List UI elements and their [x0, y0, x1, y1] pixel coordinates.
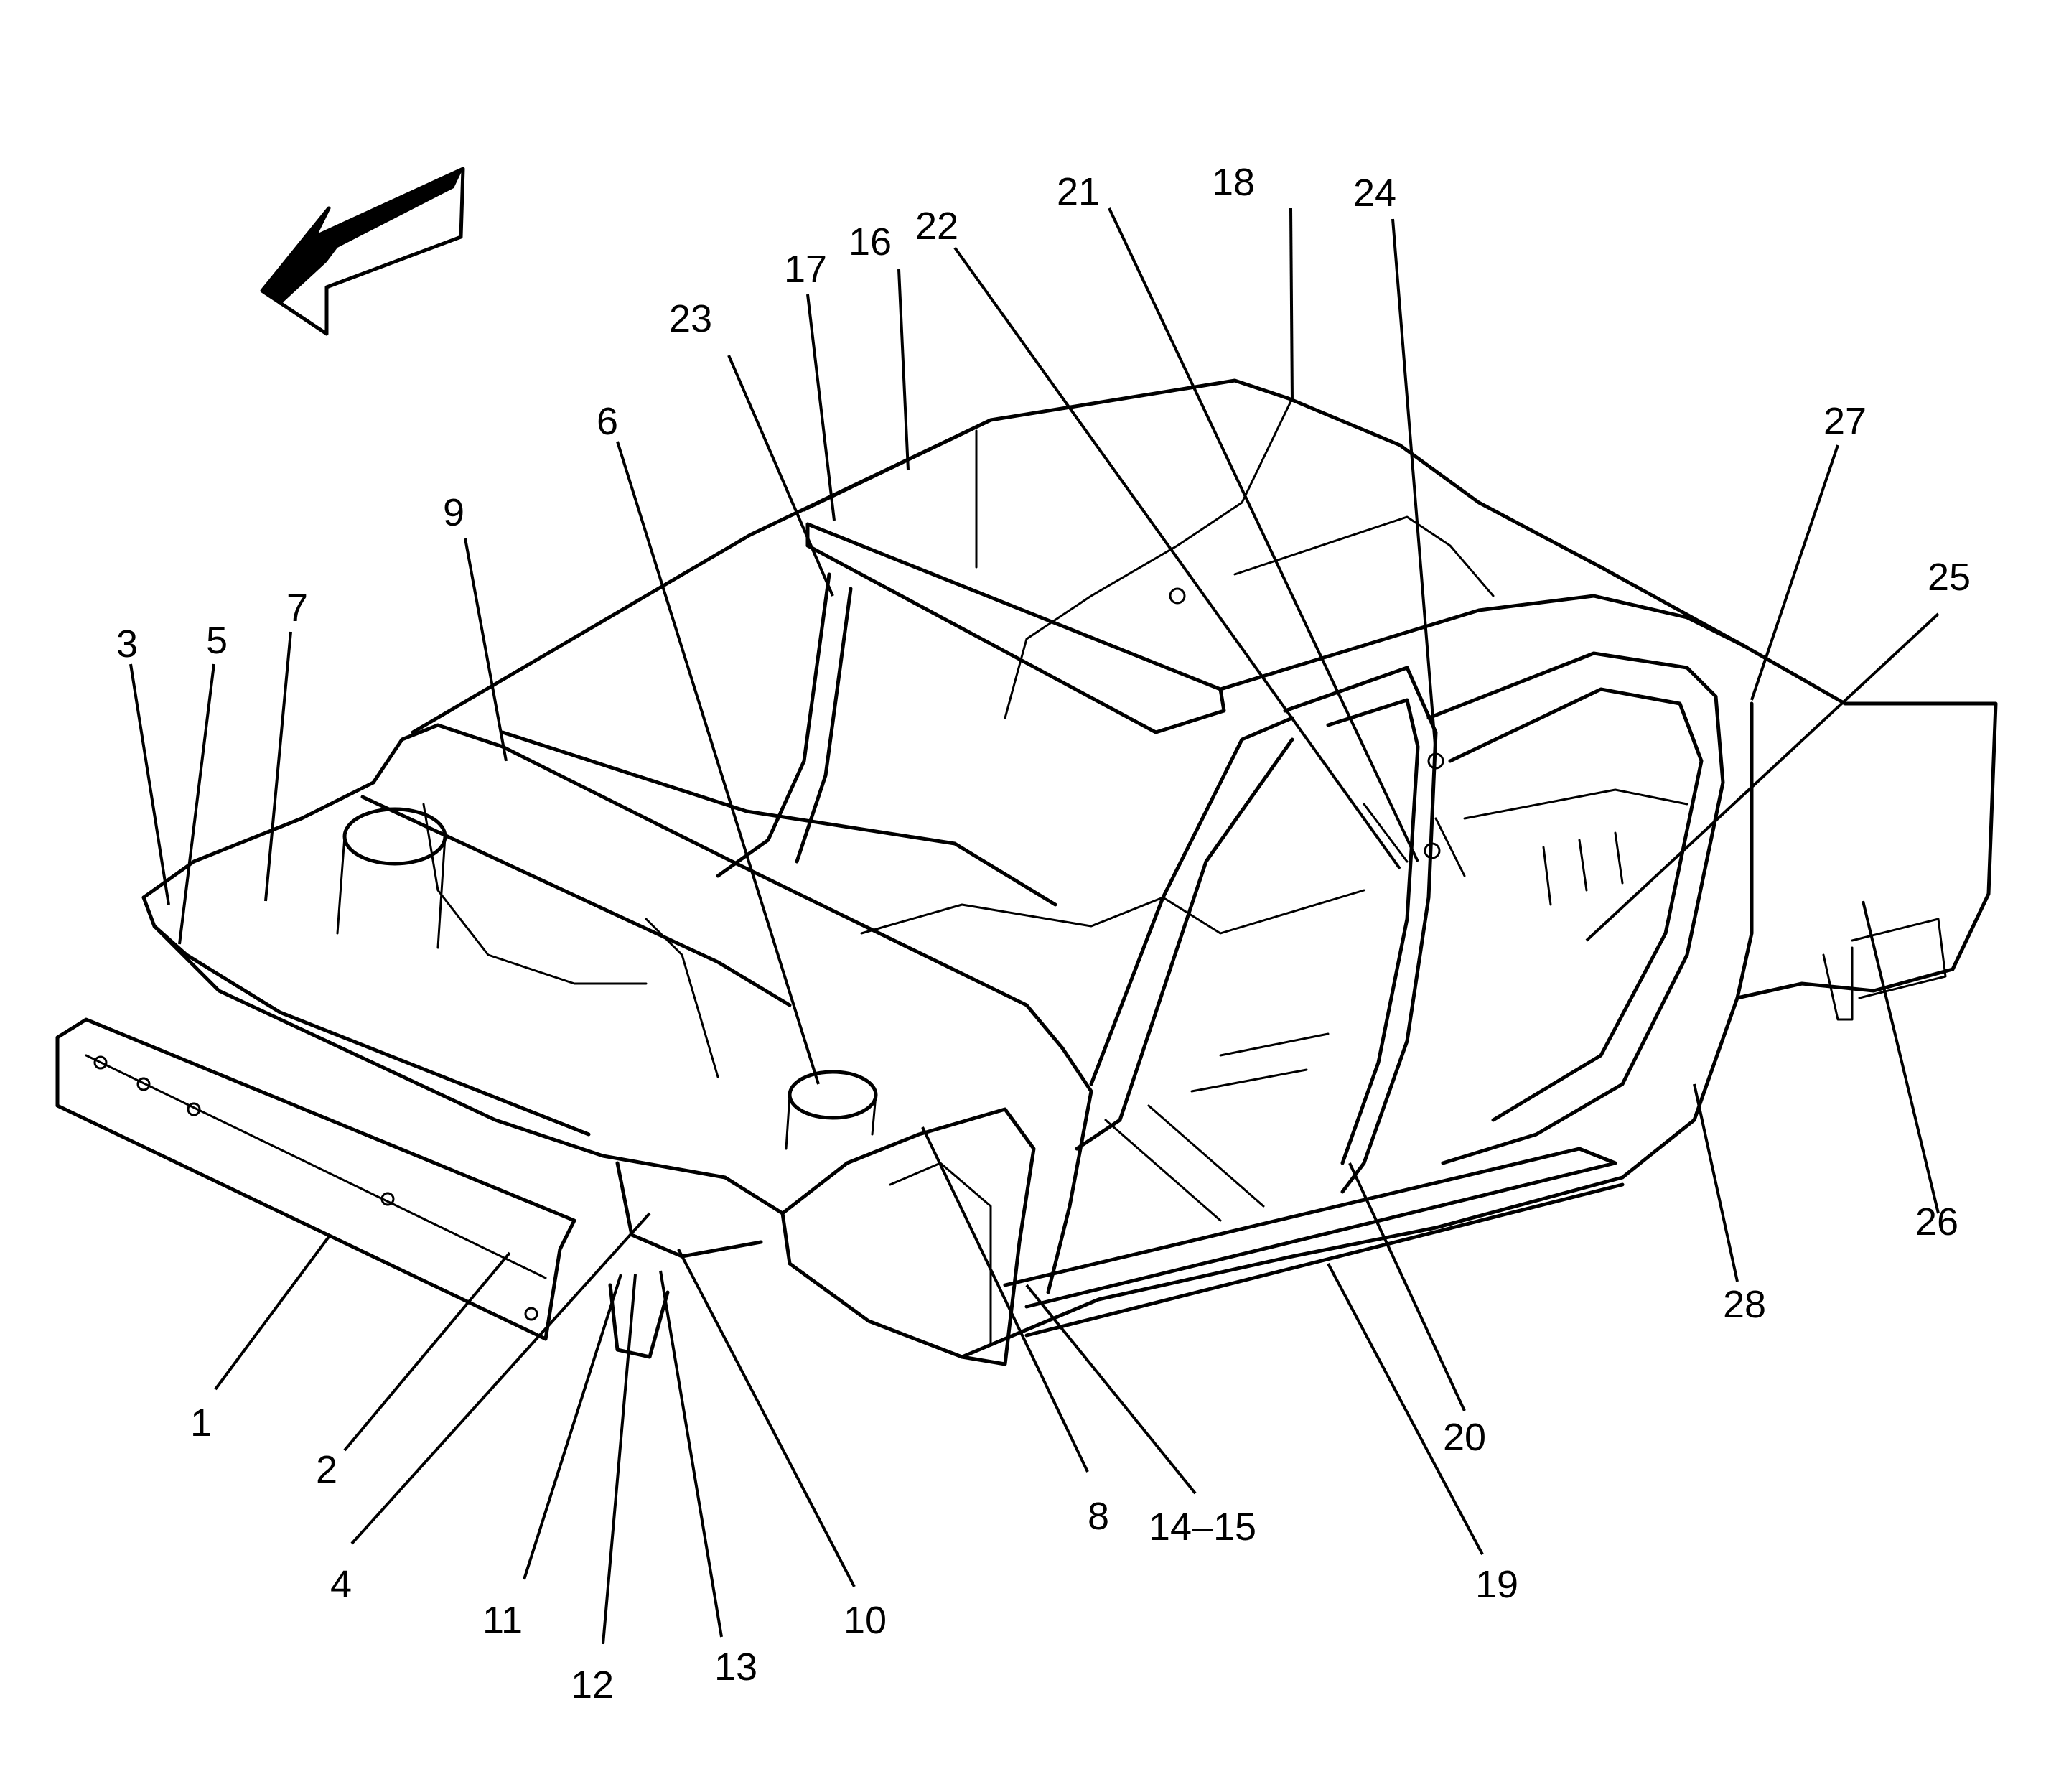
- callout-16: 16: [849, 220, 892, 263]
- callout-24: 24: [1353, 172, 1396, 215]
- callout-6: 6: [597, 400, 618, 443]
- callout-2: 2: [316, 1448, 337, 1491]
- callout-7: 7: [286, 587, 308, 630]
- callout-9: 9: [443, 491, 464, 534]
- callout-18: 18: [1212, 161, 1255, 204]
- callout-1: 1: [190, 1401, 212, 1445]
- callout-12: 12: [571, 1663, 614, 1707]
- callout-labels: 1 2 3 4 5 6 7 8 9 10 11 12 13 14–15 16 1…: [116, 161, 1971, 1707]
- callout-3: 3: [116, 622, 138, 666]
- callout-14-15: 14–15: [1149, 1506, 1256, 1549]
- callout-23: 23: [669, 297, 712, 340]
- callout-19: 19: [1475, 1563, 1518, 1606]
- callout-11: 11: [482, 1599, 523, 1642]
- callout-22: 22: [915, 205, 958, 248]
- vehicle-body-structure: [55, 378, 1998, 1366]
- callout-4: 4: [330, 1563, 352, 1606]
- callout-27: 27: [1823, 400, 1867, 443]
- callout-5: 5: [206, 619, 228, 662]
- callout-21: 21: [1057, 170, 1100, 213]
- callout-26: 26: [1915, 1200, 1958, 1243]
- leader-lines: [129, 207, 1940, 1645]
- callout-8: 8: [1088, 1495, 1109, 1538]
- callout-10: 10: [844, 1599, 887, 1642]
- front-direction-arrow-icon: [260, 167, 465, 336]
- callout-25: 25: [1928, 556, 1971, 599]
- callout-28: 28: [1723, 1283, 1766, 1326]
- callout-17: 17: [784, 248, 827, 291]
- callout-20: 20: [1443, 1416, 1486, 1459]
- callout-13: 13: [714, 1646, 757, 1689]
